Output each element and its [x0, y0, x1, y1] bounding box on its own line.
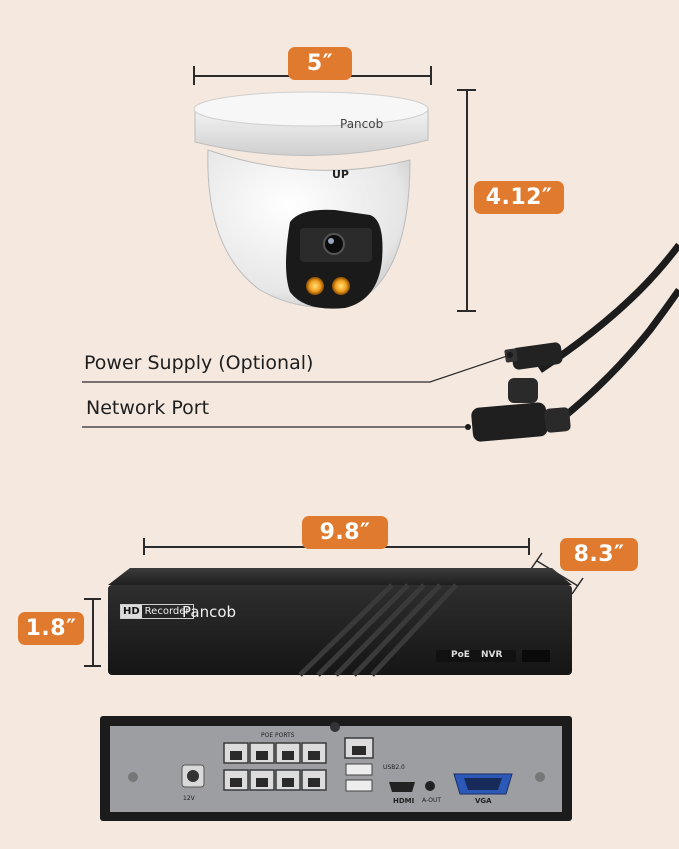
- nvr-hd-tag: HD: [121, 605, 142, 618]
- nvr-recorder-tag: Recorder: [144, 606, 190, 617]
- camera-height-tick-bottom: [457, 310, 476, 312]
- nvr-height-tick-bottom: [84, 665, 101, 667]
- camera-height-badge: 4.12″: [474, 181, 564, 214]
- nvr-hd-recorder-tag: HD Recorder: [120, 604, 194, 619]
- camera-brand-logo: Pancob: [340, 117, 384, 131]
- hdmi-label: HDMI: [393, 797, 415, 805]
- vga-label: VGA: [475, 797, 492, 805]
- nvr-nvr-label: NVR: [481, 650, 503, 660]
- camera-height-line: [466, 89, 468, 311]
- camera-width-badge: 5″: [288, 47, 352, 80]
- nvr-width-badge: 9.8″: [302, 516, 388, 549]
- camera-width-tick-left: [193, 66, 195, 85]
- nvr-width-tick-left: [143, 538, 145, 555]
- nvr-poe-label: PoE: [451, 650, 470, 660]
- aout-label: A-OUT: [422, 797, 442, 804]
- nvr-height-badge: 1.8″: [18, 612, 84, 645]
- usb-label: USB2.0: [383, 764, 405, 771]
- power-supply-label: Power Supply (Optional): [84, 352, 314, 374]
- nvr-brand-logo: Pancob: [182, 603, 237, 621]
- power-socket-label: 12V: [183, 795, 195, 802]
- nvr-depth-badge: 8.3″: [560, 538, 638, 571]
- nvr-height-line: [92, 598, 94, 666]
- poe-ports-label: POE PORTS: [261, 732, 295, 739]
- nvr-width-tick-right: [528, 538, 530, 555]
- camera-height-tick-top: [457, 89, 476, 91]
- nvr-height-tick-top: [84, 598, 101, 600]
- network-port-label: Network Port: [86, 397, 210, 419]
- camera-width-tick-right: [430, 66, 432, 85]
- camera-up-mark: UP: [332, 168, 349, 181]
